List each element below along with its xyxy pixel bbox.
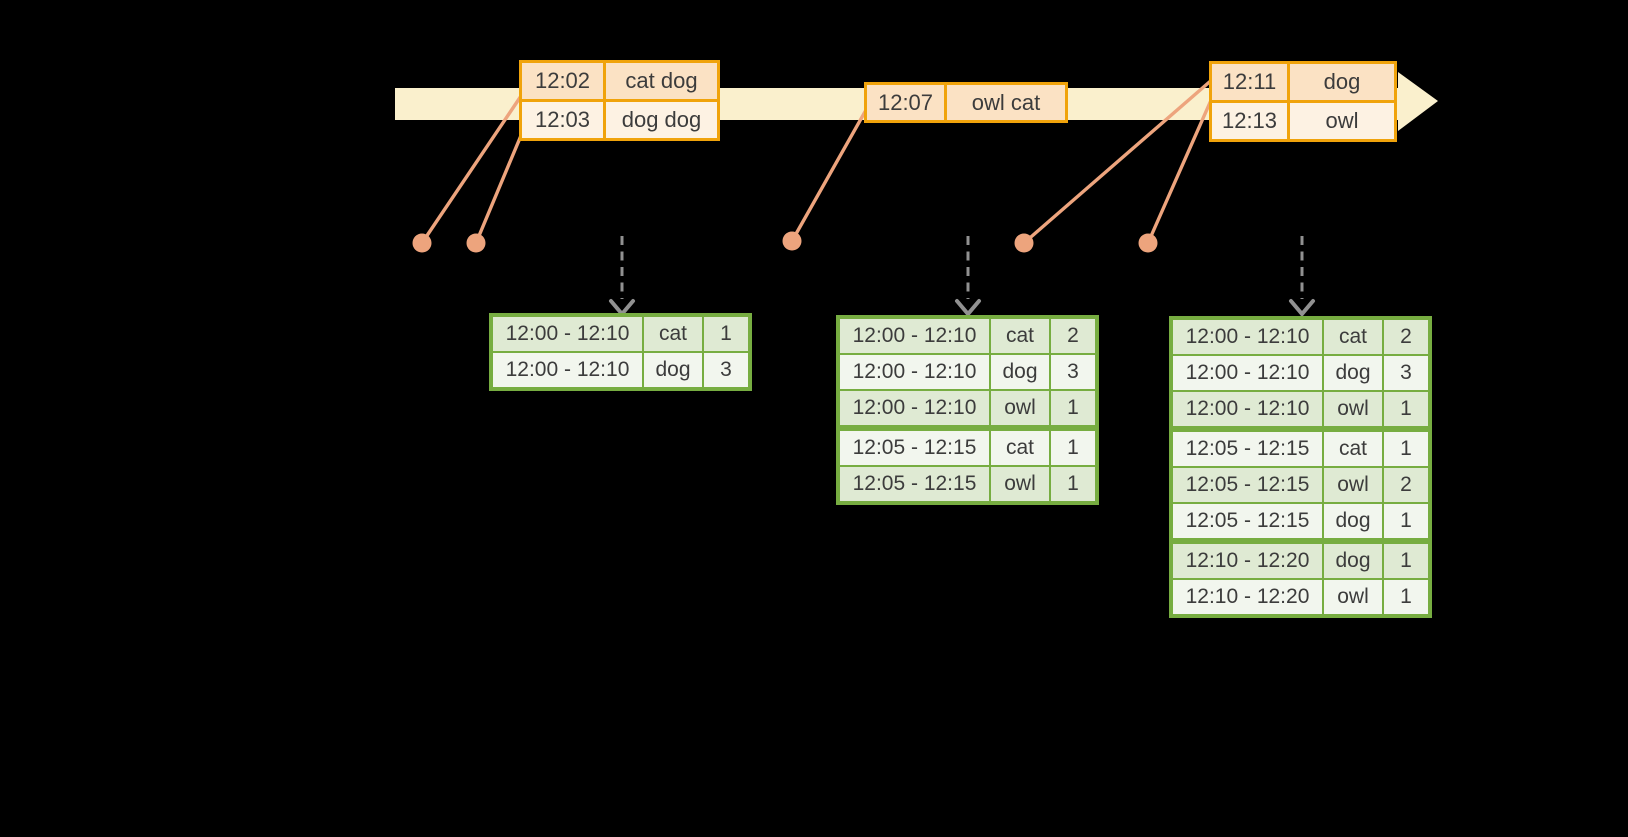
result-row: 12:10 - 12:20 owl 1	[1173, 578, 1428, 614]
result-table: 12:00 - 12:10 cat 2 12:00 - 12:10 dog 3 …	[1169, 316, 1432, 618]
result-row: 12:00 - 12:10 dog 3	[1173, 354, 1428, 390]
result-word: cat	[642, 317, 702, 351]
result-count: 1	[1382, 580, 1428, 614]
result-row: 12:00 - 12:10 dog 3	[493, 351, 748, 387]
result-table: 12:00 - 12:10 cat 1 12:00 - 12:10 dog 3	[489, 313, 752, 391]
event-row: 12:02 cat dog	[522, 63, 717, 99]
event-row: 12:13 owl	[1212, 100, 1394, 139]
event-record-table: 12:02 cat dog 12:03 dog dog	[519, 60, 720, 141]
result-word: owl	[1322, 580, 1382, 614]
result-row: 12:10 - 12:20 dog 1	[1173, 538, 1428, 578]
event-link-line	[474, 124, 527, 245]
trigger-arrowhead-icon	[1289, 299, 1315, 318]
event-words: cat dog	[603, 63, 717, 99]
event-link-line	[1022, 76, 1216, 245]
result-word: owl	[989, 467, 1049, 501]
result-window: 12:00 - 12:10	[1185, 325, 1310, 348]
result-word: dog	[1322, 544, 1382, 578]
result-word: dog	[1322, 504, 1382, 538]
result-row: 12:00 - 12:10 owl 1	[840, 389, 1095, 425]
result-word: owl	[1322, 392, 1382, 426]
event-time: 12:02	[534, 68, 591, 93]
event-row: 12:07 owl cat	[867, 85, 1065, 120]
result-window: 12:00 - 12:10	[505, 358, 630, 381]
result-count: 1	[1049, 391, 1095, 425]
result-window: 12:00 - 12:10	[1185, 361, 1310, 384]
result-word: dog	[1322, 356, 1382, 390]
event-row: 12:11 dog	[1212, 64, 1394, 100]
result-window: 12:00 - 12:10	[852, 396, 977, 419]
result-window: 12:00 - 12:10	[852, 360, 977, 383]
result-count: 1	[1049, 431, 1095, 465]
event-words: owl	[1287, 103, 1394, 139]
result-row: 12:05 - 12:15 cat 1	[1173, 426, 1428, 466]
result-word: cat	[989, 431, 1049, 465]
result-row: 12:00 - 12:10 cat 2	[1173, 320, 1428, 354]
event-time-dot-icon	[412, 233, 432, 253]
event-time-dot-icon	[1138, 233, 1158, 253]
event-time: 12:03	[534, 107, 591, 132]
event-words: dog	[1287, 64, 1394, 100]
result-count: 1	[1049, 467, 1095, 501]
result-window: 12:05 - 12:15	[1185, 437, 1310, 460]
result-window: 12:05 - 12:15	[852, 436, 977, 459]
result-row: 12:05 - 12:15 owl 2	[1173, 466, 1428, 502]
event-words: owl cat	[944, 85, 1065, 120]
result-count: 1	[1382, 392, 1428, 426]
result-row: 12:00 - 12:10 cat 1	[493, 317, 748, 351]
event-words: dog dog	[603, 102, 717, 138]
result-count: 3	[1382, 356, 1428, 390]
event-link-line	[790, 108, 868, 243]
result-word: dog	[989, 355, 1049, 389]
result-window: 12:05 - 12:15	[1185, 509, 1310, 532]
trigger-arrowhead-icon	[955, 299, 981, 318]
result-word: owl	[989, 391, 1049, 425]
result-window: 12:10 - 12:20	[1185, 585, 1310, 608]
result-word: cat	[989, 319, 1049, 353]
result-count: 1	[1382, 544, 1428, 578]
event-record-table: 12:07 owl cat	[864, 82, 1068, 123]
result-window: 12:05 - 12:15	[1185, 473, 1310, 496]
result-count: 2	[1382, 468, 1428, 502]
result-word: owl	[1322, 468, 1382, 502]
result-window: 12:05 - 12:15	[852, 472, 977, 495]
result-count: 1	[1382, 504, 1428, 538]
event-time: 12:07	[877, 89, 934, 115]
event-time-dot-icon	[466, 233, 486, 253]
event-record-table: 12:11 dog 12:13 owl	[1209, 61, 1397, 142]
result-row: 12:05 - 12:15 cat 1	[840, 425, 1095, 465]
event-row: 12:03 dog dog	[522, 99, 717, 138]
event-time: 12:13	[1221, 108, 1278, 133]
result-count: 2	[1049, 319, 1095, 353]
result-count: 2	[1382, 320, 1428, 354]
event-link-line	[420, 94, 523, 245]
result-window: 12:00 - 12:10	[1185, 397, 1310, 420]
result-count: 3	[702, 353, 748, 387]
result-count: 3	[1049, 355, 1095, 389]
result-row: 12:00 - 12:10 dog 3	[840, 353, 1095, 389]
result-row: 12:00 - 12:10 owl 1	[1173, 390, 1428, 426]
result-word: dog	[642, 353, 702, 387]
event-time: 12:11	[1222, 69, 1277, 94]
result-row: 12:05 - 12:15 owl 1	[840, 465, 1095, 501]
result-row: 12:00 - 12:10 cat 2	[840, 319, 1095, 353]
result-table: 12:00 - 12:10 cat 2 12:00 - 12:10 dog 3 …	[836, 315, 1099, 505]
result-window: 12:00 - 12:10	[505, 322, 630, 345]
event-link-line	[1146, 96, 1214, 245]
result-count: 1	[702, 317, 748, 351]
result-word: cat	[1322, 320, 1382, 354]
result-word: cat	[1322, 432, 1382, 466]
result-row: 12:05 - 12:15 dog 1	[1173, 502, 1428, 538]
result-count: 1	[1382, 432, 1428, 466]
event-time-dot-icon	[782, 231, 802, 251]
result-window: 12:00 - 12:10	[852, 324, 977, 347]
event-time-dot-icon	[1014, 233, 1034, 253]
result-window: 12:10 - 12:20	[1185, 549, 1310, 572]
